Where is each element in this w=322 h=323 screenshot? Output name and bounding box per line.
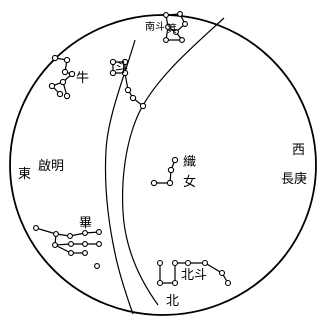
label-bi: 畢 — [79, 216, 92, 231]
label-ji: 箕 — [167, 22, 177, 35]
label-east: 東 — [18, 166, 31, 182]
label-qiming: 啟明 — [38, 159, 64, 174]
asterism-niu — [49, 55, 74, 98]
label-nan: 南斗 — [145, 20, 165, 33]
label-zhi: 織 — [183, 155, 196, 170]
milky-way-left-bank — [105, 40, 135, 314]
label-changgeng: 長庚 — [281, 171, 307, 187]
label-nv: 女 — [183, 174, 196, 190]
label-beidou: 北斗 — [181, 268, 207, 283]
label-dou: 斗 — [115, 61, 128, 76]
label-niu: 牛 — [76, 71, 89, 86]
asterism-zhinv — [151, 157, 177, 185]
label-north: 北 — [166, 294, 179, 309]
label-west: 西 — [292, 143, 305, 158]
asterism-bi — [34, 226, 102, 269]
